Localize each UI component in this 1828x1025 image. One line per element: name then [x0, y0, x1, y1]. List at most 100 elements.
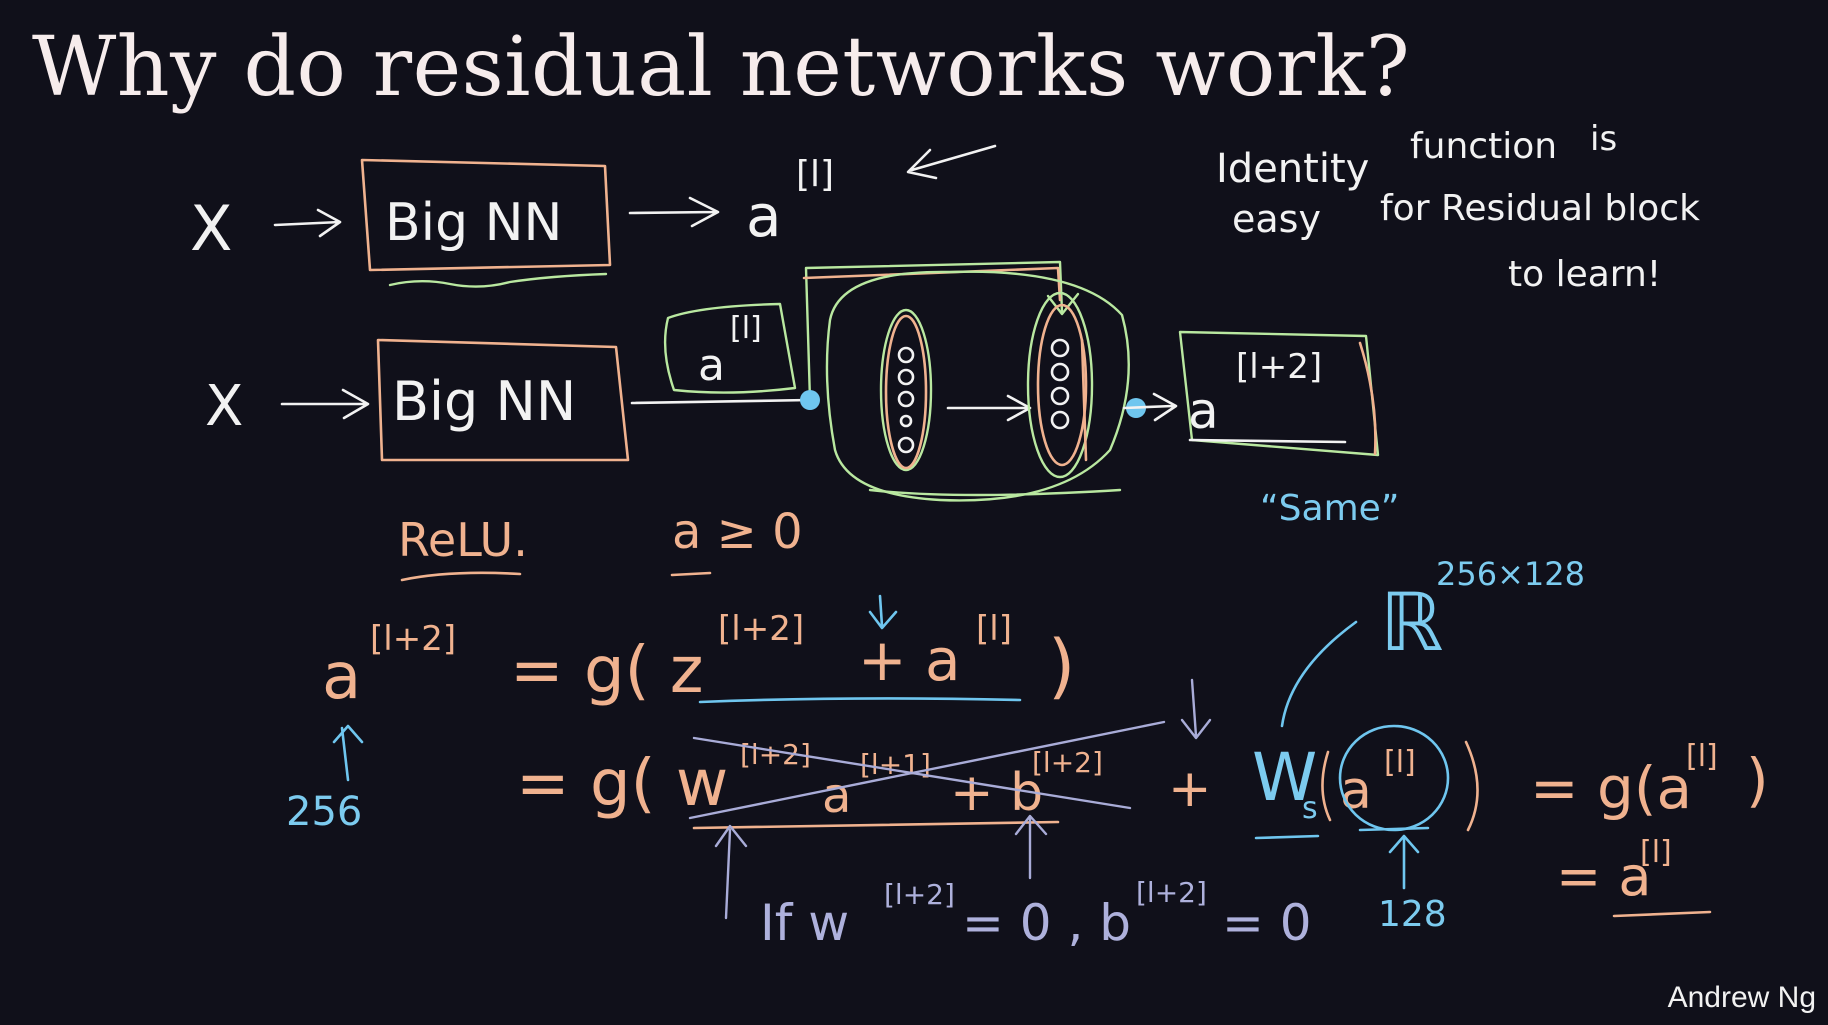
- eq1-g-z: = g( z: [510, 634, 704, 708]
- if-arrow-b: [1014, 814, 1048, 880]
- rhs-close: ): [1746, 746, 1769, 814]
- rhs2-sup: [l]: [1640, 835, 1672, 870]
- skip-label-box: [663, 302, 797, 394]
- dim-lhs-arrow: [332, 724, 364, 782]
- eq2-underline: [692, 820, 1060, 830]
- top-big-nn-label: Big NN: [385, 193, 562, 253]
- eq-lhs-a: a: [322, 640, 361, 714]
- output-box-underline: [1188, 438, 1347, 444]
- dim-a-arrow: [1388, 834, 1420, 890]
- ws-a-sup: [l]: [1384, 745, 1416, 780]
- eq1-down-arrow: [868, 594, 898, 630]
- eq2-g-w: = g( w: [516, 747, 728, 821]
- if-note-sup2: [l+2]: [1136, 876, 1207, 909]
- rhs2-underline: [1612, 910, 1712, 918]
- layer-1-ellipse-trace: [884, 314, 928, 470]
- eq1-a-sup: [l]: [976, 609, 1012, 649]
- second-arrow-2: [630, 398, 812, 405]
- rhs-sup: [l]: [1686, 739, 1718, 774]
- top-big-nn-box: [360, 158, 612, 272]
- skip-start-dot: [800, 390, 820, 410]
- r-space: ℝ: [1380, 576, 1443, 669]
- side-note-identity: Identity: [1216, 146, 1369, 192]
- neuron-1-4: [899, 414, 913, 428]
- eq2-b-sup: [l+2]: [1032, 746, 1103, 779]
- eq1-underline: [698, 697, 1022, 704]
- if-arrow-w: [714, 824, 748, 920]
- eq1-z-sup: [l+2]: [718, 609, 804, 649]
- eq2-b: + b: [950, 763, 1043, 823]
- top-output-sup: [l]: [796, 154, 834, 195]
- side-note-function: function: [1410, 126, 1557, 167]
- second-big-nn-label: Big NN: [392, 370, 576, 433]
- same-note: “Same”: [1260, 488, 1399, 529]
- top-box-underline: [388, 272, 608, 288]
- eq2-down-arrow: [1180, 678, 1212, 740]
- layer-1-ellipse: [879, 308, 933, 472]
- top-arrow-2: [628, 196, 720, 228]
- eq1-plus-a: + a: [858, 626, 961, 694]
- top-pointer-arrow: [906, 144, 997, 180]
- skip-label-a: a: [698, 340, 725, 391]
- neuron-2-3: [1050, 386, 1070, 406]
- neuron-2-1: [1050, 338, 1070, 358]
- eq2-plus: +: [1168, 759, 1212, 819]
- relu-underline: [400, 571, 522, 582]
- slide-title: Why do residual networks work?: [32, 20, 1411, 115]
- neuron-1-1: [897, 346, 915, 364]
- neuron-1-3: [897, 390, 915, 408]
- second-output-a: a: [1188, 382, 1219, 440]
- residual-block-outline: [825, 270, 1130, 502]
- ws-a-underline: [1358, 826, 1430, 832]
- r-space-pointer: [1280, 620, 1358, 728]
- if-note: If w: [760, 894, 849, 952]
- top-output-a: a: [746, 182, 782, 250]
- author-name: Andrew Ng: [1667, 981, 1816, 1014]
- eq2-strike-2: [688, 720, 1166, 820]
- relu-condition: a ≥ 0: [672, 504, 803, 560]
- dim-a: 128: [1378, 894, 1447, 935]
- relu-label: ReLU.: [398, 513, 528, 567]
- layer-2-ellipse-trace: [1036, 303, 1088, 467]
- output-box: [1178, 330, 1380, 457]
- second-big-nn-box: [376, 338, 630, 462]
- rhs-g-a: = g(a: [1530, 754, 1692, 822]
- neuron-1-5: [897, 436, 915, 454]
- eq-lhs-sup: [l+2]: [370, 619, 456, 659]
- output-arrow: [1122, 392, 1178, 422]
- top-input-x: X: [190, 192, 232, 265]
- skip-label-sup: [l]: [730, 311, 762, 346]
- second-arrow-1: [280, 388, 370, 420]
- side-note-residual: for Residual block: [1380, 188, 1700, 229]
- ws-underline: [1254, 834, 1320, 840]
- skip-connection-line: [804, 260, 1064, 402]
- skip-connection-trace: [802, 266, 1062, 302]
- top-arrow-1: [273, 208, 342, 238]
- layer-arrow: [946, 394, 1032, 422]
- side-note-is: is: [1590, 119, 1617, 159]
- ws-w: W: [1252, 739, 1317, 816]
- dim-lhs: 256: [286, 789, 362, 835]
- layer-2-side: [1080, 338, 1088, 462]
- rhs2-a: = a: [1556, 845, 1652, 908]
- ws-close-paren: [1464, 740, 1479, 832]
- side-note-learn: to learn!: [1508, 254, 1661, 295]
- ws-a: a: [1340, 761, 1372, 821]
- eq2-a: a: [822, 768, 851, 824]
- if-note-mid: = 0 , b: [962, 894, 1131, 952]
- neuron-1-2: [897, 368, 915, 386]
- second-input-x: X: [205, 374, 243, 439]
- relu-condition-underline: [670, 571, 712, 577]
- neuron-2-4: [1050, 410, 1070, 430]
- eq1-close: ): [1048, 625, 1075, 707]
- layer-2-ellipse: [1026, 291, 1094, 479]
- output-box-trace: [1358, 341, 1377, 456]
- r-space-sup: 256×128: [1436, 555, 1585, 593]
- ws-open-paren: [1321, 750, 1332, 822]
- residual-block-underline: [868, 488, 1122, 497]
- if-note-end: = 0: [1222, 894, 1312, 952]
- ws-sub: s: [1302, 791, 1318, 826]
- neuron-2-2: [1050, 362, 1070, 382]
- second-output-sup: [l+2]: [1236, 347, 1322, 387]
